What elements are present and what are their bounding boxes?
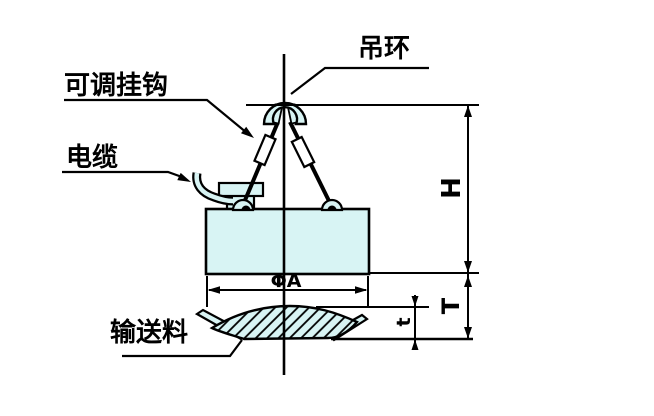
- arrow-t-bottom: [411, 339, 419, 350]
- arrow-H-top: [464, 105, 472, 117]
- power-cable: [192, 172, 234, 206]
- leader-adjustable-hook: [64, 98, 248, 134]
- label-dim-t: t: [393, 317, 415, 326]
- label-dim-phiA: ΦA: [271, 270, 302, 292]
- leader-cable: [62, 170, 183, 179]
- leader-lines: [62, 66, 429, 358]
- lug-left-pin: [241, 205, 251, 210]
- shackle-ring: [262, 101, 308, 126]
- chain-lugs: [231, 198, 344, 212]
- magnet-body: [204, 207, 371, 276]
- arrow-cable: [177, 172, 191, 182]
- arrow-adjustable-hook: [241, 126, 254, 138]
- arrow-phiA-right: [355, 286, 368, 294]
- arrow-t-top: [411, 296, 419, 307]
- lug-right: [320, 198, 344, 212]
- label-lifting-ring: 吊环: [358, 34, 410, 64]
- label-conveyed-material: 输送料: [110, 317, 188, 348]
- turnbuckle-right: [290, 135, 316, 169]
- turnbuckle-left: [253, 133, 277, 167]
- arrow-H-bottom: [464, 261, 472, 273]
- label-dim-T: T: [437, 297, 465, 314]
- arrow-phiA-left: [207, 286, 220, 294]
- lug-right-pin: [327, 205, 337, 210]
- junction-box-flange: [217, 181, 265, 198]
- arrow-T-bottom: [464, 327, 472, 339]
- label-adjustable-hook: 可调挂钩: [64, 71, 168, 101]
- arrow-T-top: [464, 275, 472, 287]
- leader-conveyed-material: [122, 339, 243, 358]
- label-cable: 电缆: [66, 142, 118, 173]
- suspension-chains: [241, 121, 333, 206]
- label-dim-H: H: [437, 177, 467, 199]
- leader-lifting-ring: [290, 66, 429, 95]
- leader-arrows: [177, 126, 254, 182]
- dimension-arrows: [207, 105, 472, 350]
